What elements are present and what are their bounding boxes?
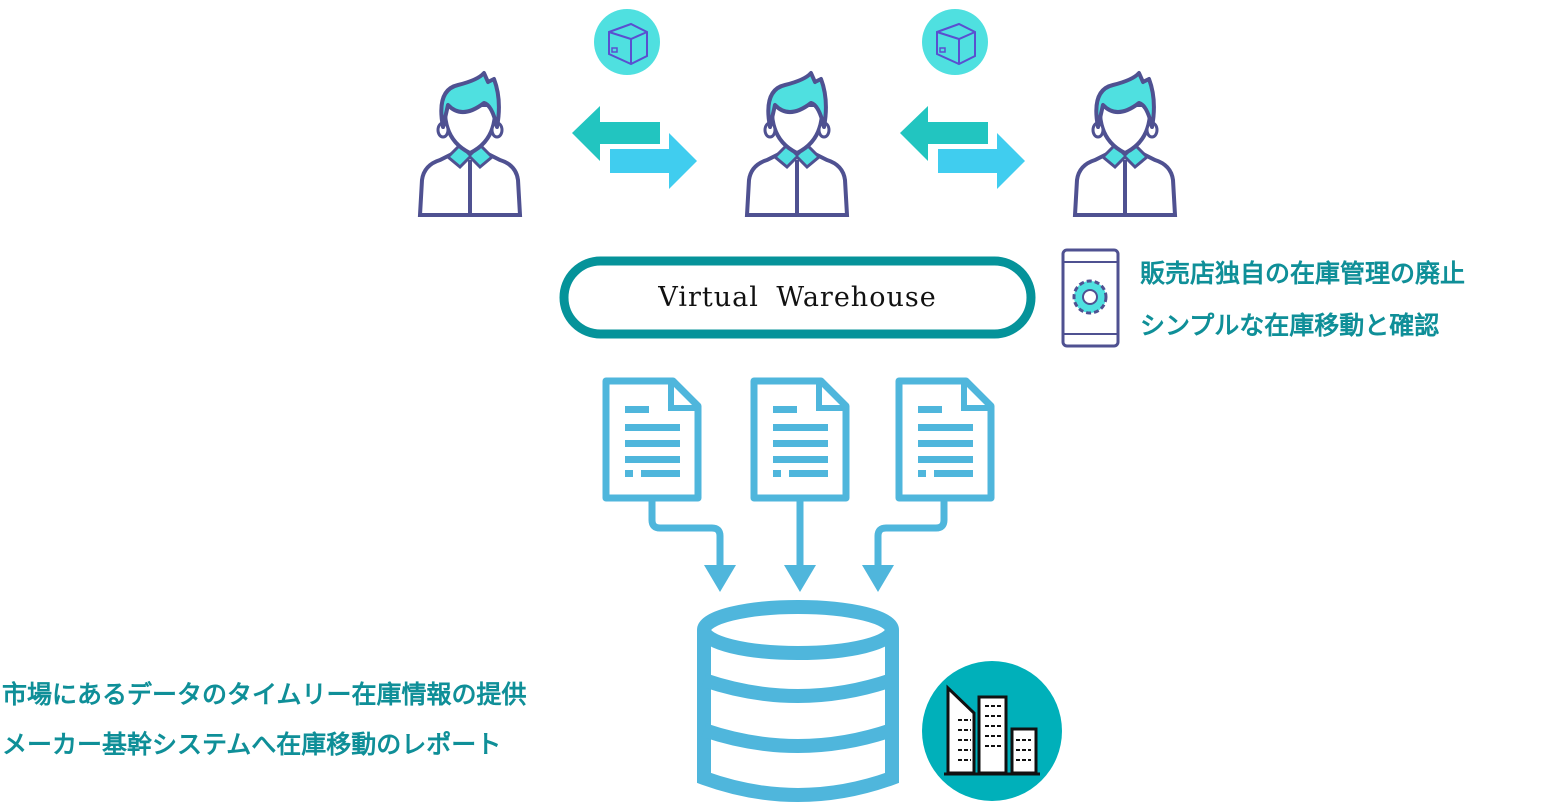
database-icon	[697, 600, 899, 802]
package-icon	[593, 8, 661, 76]
exchange-arrows-icon	[900, 106, 1025, 189]
arrowheads	[704, 565, 894, 592]
retailer-benefit-line: シンプルな在庫移動と確認	[1140, 311, 1440, 340]
flow-arrows	[648, 500, 948, 570]
virtual-warehouse-pill	[559, 256, 1036, 339]
retailer-benefit-line: 販売店独自の在庫管理の廃止	[1140, 259, 1466, 288]
document-icon	[606, 381, 698, 498]
maker-benefits: 市場にあるデータのタイムリー在庫情報の提供 メーカー基幹システムへ在庫移動のレポ…	[2, 670, 527, 770]
retailer-person-icon	[1073, 71, 1177, 217]
retailer-person-icon	[745, 71, 849, 217]
package-icon	[921, 8, 989, 76]
retailer-person-icon	[418, 71, 522, 217]
document-icon	[754, 381, 846, 498]
buildings-icon	[922, 661, 1062, 801]
exchange-arrows-icon	[572, 106, 697, 189]
maker-benefit-line: 市場にあるデータのタイムリー在庫情報の提供	[2, 680, 527, 709]
maker-benefit-line: メーカー基幹システムへ在庫移動のレポート	[2, 730, 502, 759]
retailer-benefits: 販売店独自の在庫管理の廃止 シンプルな在庫移動と確認	[1140, 248, 1465, 352]
mobile-gear-icon	[1061, 248, 1120, 348]
virtual-warehouse-label: Virtual Warehouse	[658, 282, 937, 313]
document-icon	[899, 381, 991, 498]
